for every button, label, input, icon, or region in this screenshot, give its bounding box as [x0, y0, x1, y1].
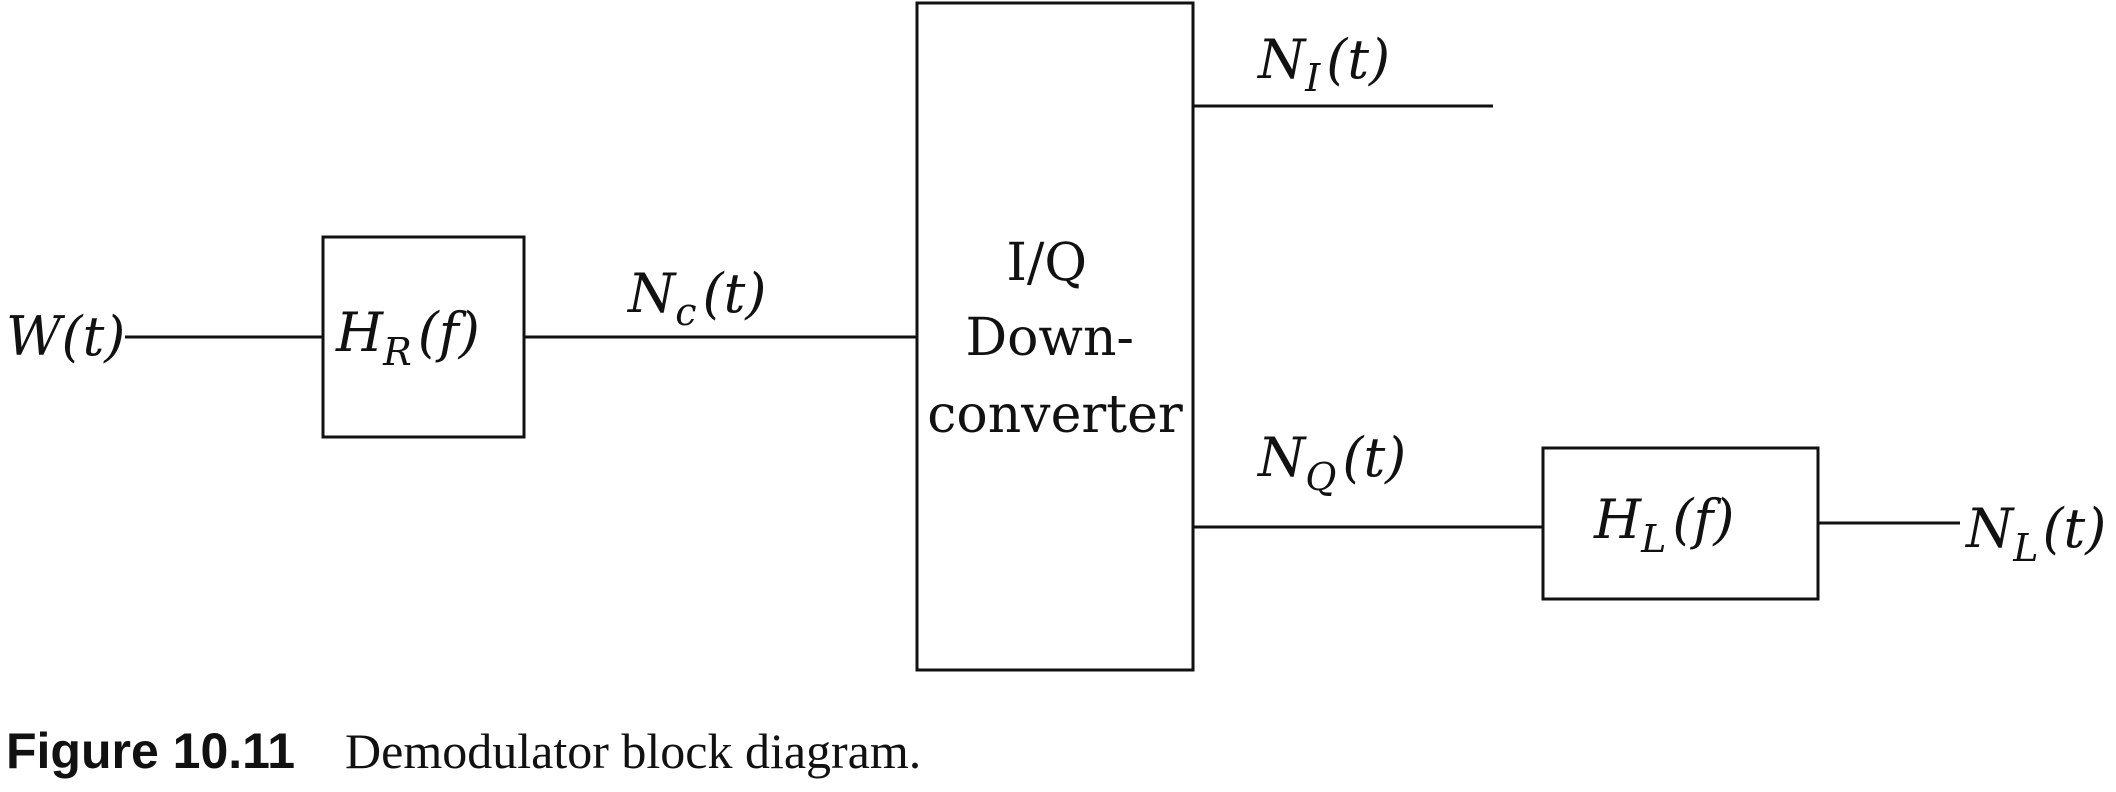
in-phase-signal-symbol: N [1256, 28, 1307, 91]
lowpass-filter-label: HL(f) [1593, 488, 1734, 561]
figure-number: Figure 10.11 [6, 723, 296, 779]
quadrature-signal-label: NQ(t) [1256, 426, 1406, 499]
output-signal-subscript: L [2012, 526, 2038, 570]
lowpass-filter-block [1541, 446, 1820, 601]
in-phase-signal-arg: (t) [1326, 28, 1390, 91]
downconverter-line-2: Down- [965, 308, 1134, 368]
receive-filter-block [321, 235, 526, 439]
figure-caption-text: Demodulator block diagram. [345, 723, 922, 779]
downconverter-label: I/Q Down- converter [927, 233, 1183, 445]
lowpass-filter-subscript: L [1640, 517, 1666, 561]
in-phase-signal-subscript: I [1304, 56, 1321, 100]
output-signal-arg: (t) [2042, 497, 2106, 560]
filtered-signal-arg: (t) [703, 262, 767, 325]
filtered-signal-symbol: N [626, 262, 677, 325]
input-signal-symbol: W [6, 305, 66, 368]
downconverter-line-1: I/Q [1006, 233, 1087, 293]
figure-caption: Figure 10.11 Demodulator block diagram. [6, 722, 921, 780]
input-signal-label: W(t) [6, 305, 125, 368]
receive-filter-arg: (f) [418, 301, 480, 364]
lowpass-filter-symbol: H [1593, 488, 1642, 551]
filtered-signal-label: Nc(t) [626, 262, 766, 334]
receive-filter-symbol: H [335, 301, 384, 364]
downconverter-block [915, 1, 1195, 672]
demodulator-block-diagram: W(t) HR(f) Nc(t) I/Q Down- converter NI(… [6, 1, 2106, 672]
input-signal-arg: (t) [62, 305, 126, 368]
quadrature-signal-subscript: Q [1305, 455, 1336, 499]
output-signal-label: NL(t) [1964, 497, 2106, 570]
receive-filter-label: HR(f) [335, 301, 480, 374]
quadrature-signal-arg: (t) [1342, 426, 1406, 489]
receive-filter-subscript: R [382, 330, 412, 374]
quadrature-signal-symbol: N [1256, 426, 1307, 489]
filtered-signal-subscript: c [675, 290, 696, 334]
in-phase-signal-label: NI(t) [1256, 28, 1390, 100]
output-signal-symbol: N [1964, 497, 2015, 560]
downconverter-line-3: converter [927, 385, 1183, 445]
lowpass-filter-arg: (f) [1672, 488, 1734, 551]
